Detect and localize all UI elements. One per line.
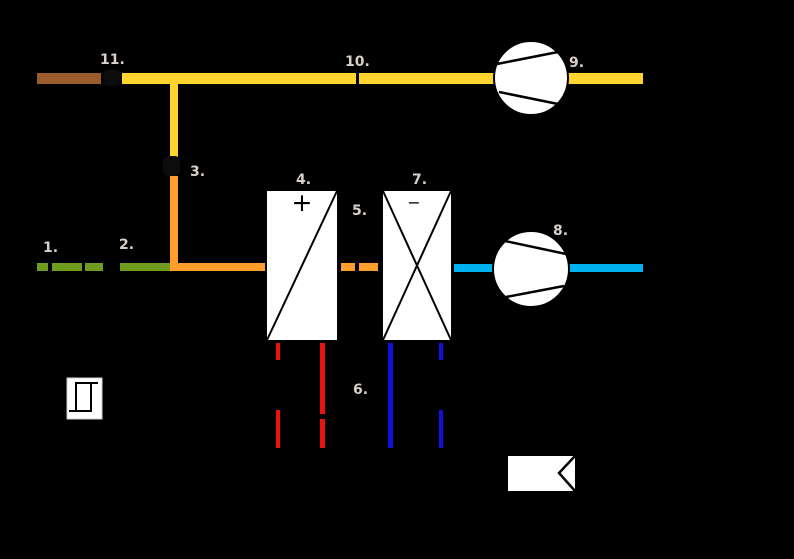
cyan-segment-1 xyxy=(454,264,493,272)
intake-duct-brown-segment xyxy=(37,73,101,84)
red-pipe-left-dash-1 xyxy=(276,343,280,360)
hysteresis-lower-step xyxy=(69,383,92,412)
label-10: 10. xyxy=(345,54,370,70)
heating-coil-diagonal xyxy=(266,190,338,341)
plus-sign: + xyxy=(292,188,313,217)
blue-pipe-right-dash-1 xyxy=(439,343,443,360)
label-3: 3. xyxy=(190,164,205,180)
branch-orange-vertical xyxy=(170,176,178,271)
hysteresis-controller-symbol xyxy=(66,377,103,420)
fan-8-circle xyxy=(492,230,570,308)
outdoor-air-duct-dashed xyxy=(37,263,170,271)
air-outlet-flag-symbol xyxy=(506,454,577,493)
label-7: 7. xyxy=(412,172,427,188)
label-5: 5. xyxy=(352,203,367,219)
fan-9-blade-bottom xyxy=(498,90,559,106)
red-pipe-right-dash-1 xyxy=(320,343,325,414)
red-pipe-left-dash-2 xyxy=(276,410,280,448)
flag-rect xyxy=(506,454,577,493)
extract-fan-symbol xyxy=(492,230,570,308)
supply-duct-yellow-segment-2 xyxy=(359,73,494,84)
fan-9-blade-top xyxy=(496,50,559,66)
label-8: 8. xyxy=(553,223,568,239)
fan-8-blade-top xyxy=(504,239,567,256)
blue-pipe-right-dash-2 xyxy=(439,410,443,448)
top-supply-duct xyxy=(37,70,643,86)
green-dash-4 xyxy=(120,263,170,271)
flag-chevron xyxy=(557,455,576,492)
label-9: 9. xyxy=(569,55,584,71)
heating-water-pipes xyxy=(276,343,325,448)
cooling-water-pipes xyxy=(388,343,443,448)
green-dash-3 xyxy=(85,263,103,271)
cyan-segment-2 xyxy=(569,264,643,272)
supply-duct-yellow-segment-3 xyxy=(568,73,643,84)
numbered-labels: 1. 2. 3. 4. 5. 6. 7. 8. 9. 10. 11. xyxy=(43,52,584,398)
branch-yellow-vertical xyxy=(170,78,178,158)
vertical-branch-duct xyxy=(163,78,266,271)
supply-duct-yellow-segment-1 xyxy=(122,73,356,84)
extract-duct-cyan xyxy=(454,264,643,272)
fitting-11-black-damper xyxy=(103,70,121,86)
fan-8-blade-bottom xyxy=(505,284,565,299)
cooling-coil-diagonal-2 xyxy=(382,190,452,341)
branch-orange-horizontal xyxy=(170,263,266,271)
minus-sign: − xyxy=(407,193,420,212)
inter-coil-duct-dashed xyxy=(341,263,378,271)
supply-fan-symbol xyxy=(493,40,569,116)
label-1: 1. xyxy=(43,240,58,256)
label-11: 11. xyxy=(100,52,125,68)
label-6: 6. xyxy=(353,382,368,398)
red-pipe-right-dash-2 xyxy=(320,419,325,448)
green-dash-2 xyxy=(52,263,82,271)
green-dash-1 xyxy=(37,263,48,271)
hysteresis-box xyxy=(66,377,103,420)
cooling-coil-box: − xyxy=(381,189,453,342)
heating-coil-box: + xyxy=(265,188,339,342)
fan-9-circle xyxy=(493,40,569,116)
label-2: 2. xyxy=(119,237,134,253)
orange-dash-1 xyxy=(341,263,355,271)
label-4: 4. xyxy=(296,172,311,188)
fitting-3-black-damper xyxy=(163,156,180,176)
orange-dash-2 xyxy=(359,263,378,271)
blue-pipe-left-solid xyxy=(388,343,393,448)
